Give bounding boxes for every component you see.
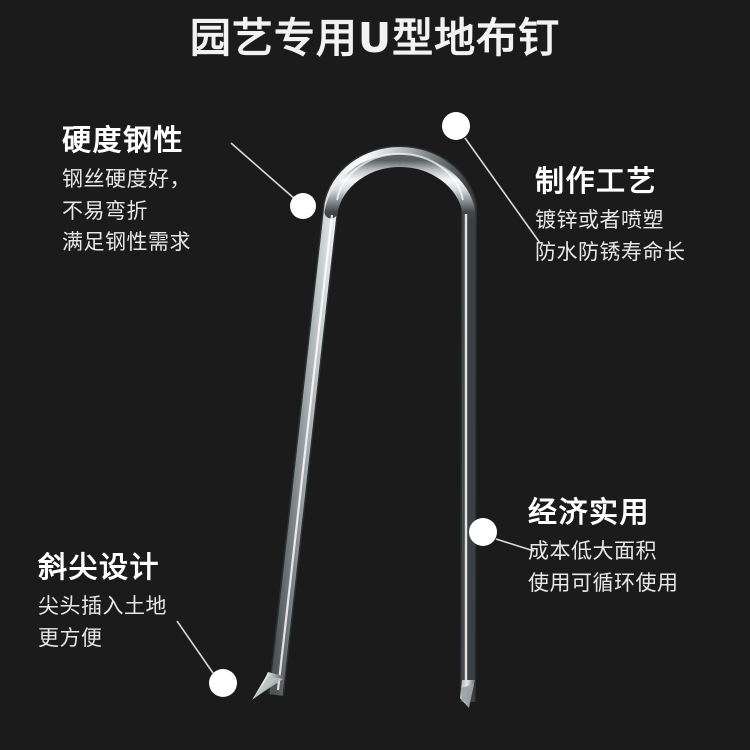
leader-line-economy	[495, 538, 535, 552]
page-title: 园艺专用U型地布钉	[189, 14, 561, 62]
callout-hardness-desc-line-3: 满足钢性需求	[62, 230, 191, 255]
callout-economy-description: 成本低大面积 使用可循环使用	[528, 536, 679, 599]
leader-line-craft	[464, 137, 541, 244]
callout-craft-desc-line-1: 镀锌或者喷塑	[535, 208, 664, 233]
u-pin-body	[252, 145, 478, 708]
callout-hardness: 硬度钢性 钢丝硬度好， 不易弯折 满足钢性需求	[62, 123, 191, 259]
callout-hardness-description: 钢丝硬度好， 不易弯折 满足钢性需求	[62, 164, 191, 259]
callout-tip-desc-line-2: 更方便	[38, 625, 103, 650]
leader-line-hardness	[230, 142, 297, 201]
leader-lines	[176, 137, 541, 674]
callout-tip-description: 尖头插入土地 更方便	[38, 591, 167, 654]
callout-hardness-desc-line-1: 钢丝硬度好，	[62, 167, 191, 192]
callout-economy-desc-line-1: 成本低大面积	[528, 539, 657, 564]
leader-line-tip	[176, 620, 214, 674]
callout-dot-economy[interactable]	[469, 518, 497, 546]
callout-economy-headline: 经济实用	[528, 495, 651, 529]
callout-hardness-desc-line-2: 不易弯折	[62, 198, 148, 223]
callout-craft-description: 镀锌或者喷塑 防水防锈寿命长	[535, 205, 686, 268]
callout-dot-tip[interactable]	[209, 669, 237, 697]
callout-craft: 制作工艺 镀锌或者喷塑 防水防锈寿命长	[535, 164, 686, 268]
callout-craft-desc-line-2: 防水防锈寿命长	[535, 239, 686, 264]
arch-specular	[336, 152, 464, 201]
callout-tip: 斜尖设计 尖头插入土地 更方便	[38, 550, 167, 654]
right-leg-point-facet	[461, 684, 474, 706]
left-leg-specular	[276, 214, 334, 691]
callout-economy: 经济实用 成本低大面积 使用可循环使用	[528, 495, 679, 599]
callout-tip-desc-line-1: 尖头插入土地	[38, 594, 167, 619]
callout-dots	[209, 112, 497, 697]
callout-craft-headline: 制作工艺	[535, 164, 658, 198]
callout-economy-desc-line-2: 使用可循环使用	[528, 570, 679, 595]
left-leg-point-facet	[253, 676, 283, 699]
callout-tip-headline: 斜尖设计	[38, 550, 161, 584]
callout-dot-craft[interactable]	[442, 112, 470, 140]
pin-metal-stroke	[269, 147, 476, 703]
callout-dot-hardness[interactable]	[290, 193, 316, 219]
callout-hardness-headline: 硬度钢性	[62, 123, 185, 157]
